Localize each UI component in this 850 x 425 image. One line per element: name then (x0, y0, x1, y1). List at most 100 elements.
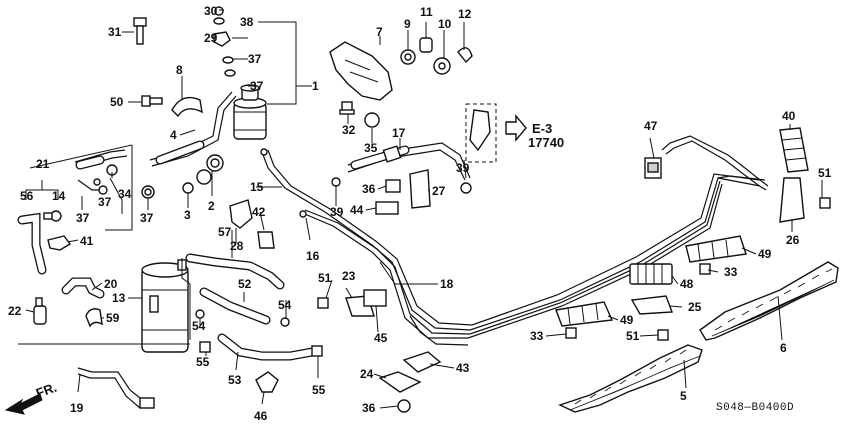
callout-3: 3 (184, 208, 191, 222)
callout-18: 18 (440, 277, 454, 291)
hose-52 (199, 287, 271, 325)
callout-26: 26 (786, 233, 800, 247)
bracket-24 (378, 371, 422, 393)
callout-8: 8 (176, 63, 183, 77)
callout-37-e: 37 (140, 211, 154, 225)
bolt-51-right (819, 197, 831, 209)
banjo-fitting-29 (213, 31, 236, 77)
reference-code: 17740 (528, 135, 564, 150)
callout-20: 20 (104, 277, 118, 291)
charcoal-canister (141, 259, 189, 353)
clip-43 (402, 351, 442, 373)
callout-38: 38 (240, 15, 254, 29)
bolt-51-left (317, 297, 329, 309)
hose-53 (217, 333, 317, 361)
callout-21: 21 (36, 157, 50, 171)
callout-37-c: 37 (98, 195, 112, 209)
callout-47: 47 (644, 119, 658, 133)
protector-40 (779, 127, 809, 173)
callout-14: 14 (52, 189, 66, 203)
nut-36 (397, 399, 411, 413)
reference-arrow (505, 114, 527, 142)
feed-hose-4 (149, 91, 237, 167)
upper-fuel-pipe (347, 142, 472, 194)
splash-shield-rear (699, 261, 839, 341)
callout-50: 50 (110, 95, 124, 109)
bracket-26 (779, 177, 805, 223)
reference-section: E-3 (532, 121, 552, 136)
main-fuel-pipe-bundle (260, 148, 766, 346)
callout-55-a: 55 (196, 355, 210, 369)
washer-38 (213, 17, 225, 25)
reference-label: E-3 17740 (528, 121, 564, 150)
callout-42: 42 (252, 205, 266, 219)
callout-35: 35 (364, 141, 378, 155)
clamp-8 (171, 96, 203, 118)
front-direction-arrow: FR. (4, 380, 59, 415)
clip-49-lower (555, 301, 614, 327)
clip-44 (375, 201, 399, 215)
callout-30: 30 (204, 4, 218, 18)
callout-51-c: 51 (818, 166, 832, 180)
valve-22 (33, 297, 47, 325)
callout-6: 6 (780, 341, 787, 355)
clamp-55 (199, 341, 323, 357)
clip-12 (457, 47, 473, 64)
clip-48 (629, 263, 673, 285)
callout-55-b: 55 (312, 383, 326, 397)
callout-12: 12 (458, 7, 472, 21)
callout-56: 56 (20, 189, 34, 203)
callout-31: 31 (108, 25, 122, 39)
bolt-33-lower (565, 327, 577, 339)
clip-49-upper (685, 235, 747, 263)
hose-57 (185, 253, 285, 290)
callout-28: 28 (230, 239, 244, 253)
clip-45 (363, 289, 387, 307)
callout-24: 24 (360, 367, 374, 381)
callout-17: 17 (392, 126, 406, 140)
clamp-54 (195, 309, 290, 327)
bracket-25 (630, 295, 673, 315)
canister-bracket (181, 258, 191, 340)
callout-53: 53 (228, 373, 242, 387)
group-21-bracket (105, 145, 133, 231)
callout-37-a: 37 (248, 52, 262, 66)
fuel-filter (233, 84, 267, 140)
clamp-39 (331, 177, 341, 187)
bolt-32 (339, 101, 355, 115)
front-label: FR. (34, 380, 59, 401)
callout-25: 25 (688, 300, 702, 314)
clip-42 (257, 231, 275, 249)
ref-clip-figure (465, 103, 497, 163)
banjo-bolt-30 (214, 6, 224, 16)
callout-16: 16 (306, 249, 320, 263)
callout-51-a: 51 (318, 271, 332, 285)
callout-49-a: 49 (758, 247, 772, 261)
callout-27: 27 (432, 184, 446, 198)
cap-11 (419, 37, 433, 53)
callout-34: 34 (118, 187, 132, 201)
splash-shield-front (558, 344, 703, 413)
hose-group-21 (74, 149, 155, 199)
leader-lines (18, 9, 823, 409)
callout-54-a: 54 (192, 319, 206, 333)
callout-37-b: 37 (250, 79, 264, 93)
callout-39-b: 39 (330, 205, 344, 219)
callout-15: 15 (250, 180, 264, 194)
bracket-7 (329, 41, 393, 101)
clip-14 (43, 210, 62, 222)
callout-40: 40 (782, 109, 796, 123)
callout-33-b: 33 (530, 329, 544, 343)
hose-56 (17, 212, 47, 275)
callout-4: 4 (170, 128, 177, 142)
callout-29: 29 (204, 31, 218, 45)
callout-2: 2 (208, 199, 215, 213)
callout-44: 44 (350, 203, 364, 217)
clamp-41 (47, 235, 72, 251)
callout-36-a: 36 (362, 182, 376, 196)
callout-32: 32 (342, 123, 356, 137)
callout-49-b: 49 (620, 313, 634, 327)
callout-59: 59 (106, 311, 120, 325)
callout-36-b: 36 (362, 401, 376, 415)
